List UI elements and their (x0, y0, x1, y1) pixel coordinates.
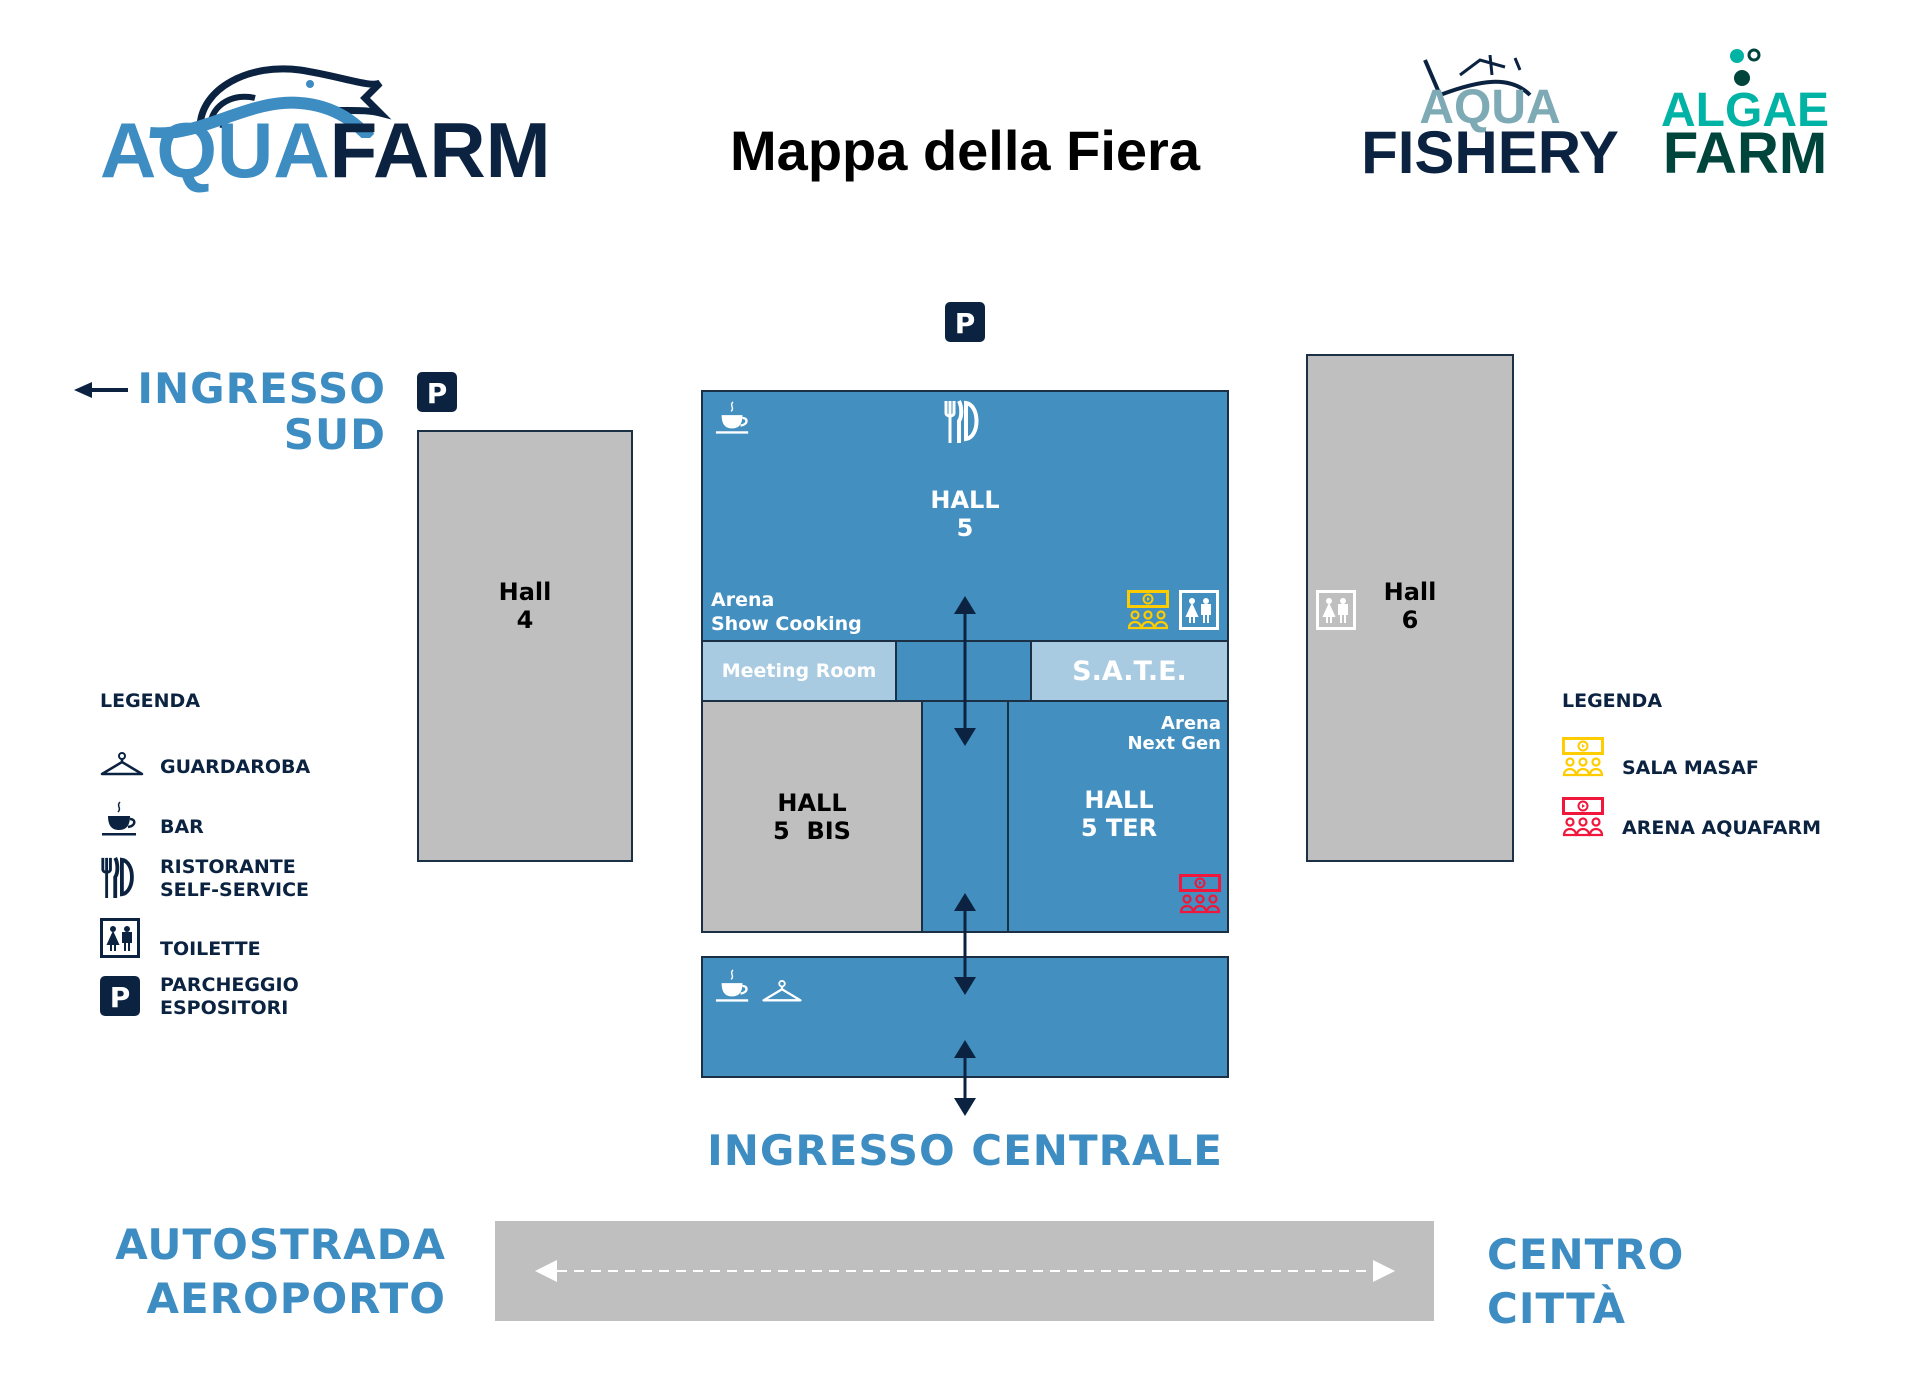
legend-item-line1: RISTORANTE (160, 856, 296, 878)
aquafarm-logo: AQUAFARM (100, 58, 570, 190)
cutlery-icon (100, 856, 140, 898)
screen-audience-icon (1127, 590, 1169, 630)
legend-item-line2: ESPOSITORI (160, 997, 289, 1019)
aquafishery-logo: AQUA FISHERY (1360, 55, 1620, 185)
coffee-cup-icon (100, 800, 140, 838)
centro-label: CENTRO (1487, 1230, 1685, 1279)
logo-aqua-text: AQUA (100, 106, 330, 194)
toilet-icon (100, 918, 140, 958)
legend-item-label: GUARDAROBA (160, 756, 311, 778)
ingresso-sud-label: INGRESSO SUD (100, 366, 386, 458)
coffee-cup-icon (713, 968, 753, 1004)
arena-show-cooking-line1: Arena (711, 589, 775, 611)
svg-text:P: P (955, 307, 976, 340)
meeting-room-label: Meeting Room (721, 660, 877, 682)
toilet-icon (1179, 590, 1219, 630)
logo-fishery-line: FISHERY (1361, 119, 1619, 186)
legend-left: LEGENDA GUARDAROBA BAR RISTORANTE SELF-S… (100, 690, 420, 1030)
legend-item-label: TOILETTE (160, 938, 261, 960)
double-arrow-icon (954, 893, 976, 995)
logo-algae-line: ALGAE (1661, 84, 1829, 137)
fish-wave-icon (149, 65, 392, 138)
hanger-icon (100, 752, 144, 778)
parking-icon: P (945, 302, 985, 342)
parking-icon: P (100, 976, 140, 1016)
toilet-icon (1316, 590, 1356, 630)
hall-4-number: 4 (516, 606, 534, 634)
algae-icon (1730, 48, 1761, 86)
legend-item-label: RISTORANTE SELF-SERVICE (160, 856, 309, 902)
double-arrow-icon (954, 1040, 976, 1116)
hall-5-number: 5 (956, 514, 974, 542)
svg-text:P: P (427, 377, 448, 410)
aeroporto-label: AEROPORTO (146, 1274, 446, 1323)
algaefarm-logo: ALGAE FARM (1650, 48, 1840, 183)
legend-right: LEGENDA SALA MASAF ARENA AQUAFARM (1562, 690, 1902, 840)
legend-title: LEGENDA (1562, 690, 1663, 712)
autostrada-label: AUTOSTRADA (115, 1220, 446, 1269)
page-title: Mappa della Fiera (730, 119, 1200, 182)
hanger-icon (760, 980, 804, 1004)
arrow-left-icon (74, 382, 128, 398)
cutlery-icon (943, 399, 985, 443)
logo-farm-line: FARM (1662, 121, 1828, 186)
parking-icon: P (417, 372, 457, 412)
hall-4-label: Hall (498, 578, 552, 606)
legend-title: LEGENDA (100, 690, 201, 712)
hall-5-ter-label: HALL (1084, 786, 1154, 814)
autostrada-aeroporto-label: AUTOSTRADA AEROPORTO (60, 1218, 446, 1326)
boat-icon (1423, 55, 1532, 98)
ingresso-sud-line2: SUD (283, 410, 386, 459)
legend-item-line1: PARCHEGGIO (160, 974, 299, 996)
arena-show-cooking-line2: Show Cooking (711, 613, 862, 635)
legend-item-label: SALA MASAF (1622, 757, 1759, 779)
screen-audience-icon (1562, 797, 1604, 837)
screen-audience-icon (1179, 874, 1221, 914)
meeting-room[interactable]: Meeting Room (701, 640, 897, 702)
ingresso-centrale-label: INGRESSO CENTRALE (707, 1126, 1223, 1175)
hall-5-label: HALL (930, 486, 1000, 514)
sate-label: S.A.T.E. (1072, 655, 1187, 687)
hall-4[interactable]: Hall 4 (417, 430, 633, 862)
logo-aqua-line: AQUA (1419, 81, 1561, 134)
hall-6-number: 6 (1401, 606, 1419, 634)
hall-6-label: Hall (1383, 578, 1437, 606)
hall-5-bis-label: HALL (777, 788, 847, 817)
arena-next-gen: Arena Next Gen (1127, 714, 1221, 754)
svg-text:P: P (110, 981, 131, 1014)
hall-5-bis[interactable]: HALL 5 BIS (701, 700, 923, 933)
citta-label: CITTÀ (1487, 1284, 1626, 1333)
legend-item-label: PARCHEGGIO ESPOSITORI (160, 974, 299, 1020)
logo-farm-text: FARM (329, 106, 551, 194)
hall-5-ter-number: 5 TER (1080, 814, 1158, 842)
centro-citta-label: CENTRO CITTÀ (1487, 1228, 1684, 1336)
legend-item-label: BAR (160, 816, 204, 838)
sate-area[interactable]: S.A.T.E. (1030, 640, 1229, 702)
ingresso-sud-line1: INGRESSO (137, 364, 386, 413)
coffee-cup-icon (713, 400, 753, 436)
hall-6[interactable]: Hall 6 (1306, 354, 1514, 862)
hall-5-bis-number: 5 BIS (773, 816, 851, 845)
double-arrow-icon (954, 596, 976, 746)
road-direction-arrows (535, 1260, 1395, 1282)
legend-item-label: ARENA AQUAFARM (1622, 817, 1821, 839)
arena-show-cooking: Arena Show Cooking (711, 588, 862, 636)
road (495, 1221, 1434, 1321)
arena-next-gen-line1: Arena (1161, 713, 1221, 734)
arena-next-gen-line2: Next Gen (1127, 733, 1221, 754)
legend-item-line2: SELF-SERVICE (160, 879, 310, 901)
hall-5-ter[interactable]: Arena Next Gen HALL 5 TER (1007, 700, 1229, 933)
screen-audience-icon (1562, 737, 1604, 777)
